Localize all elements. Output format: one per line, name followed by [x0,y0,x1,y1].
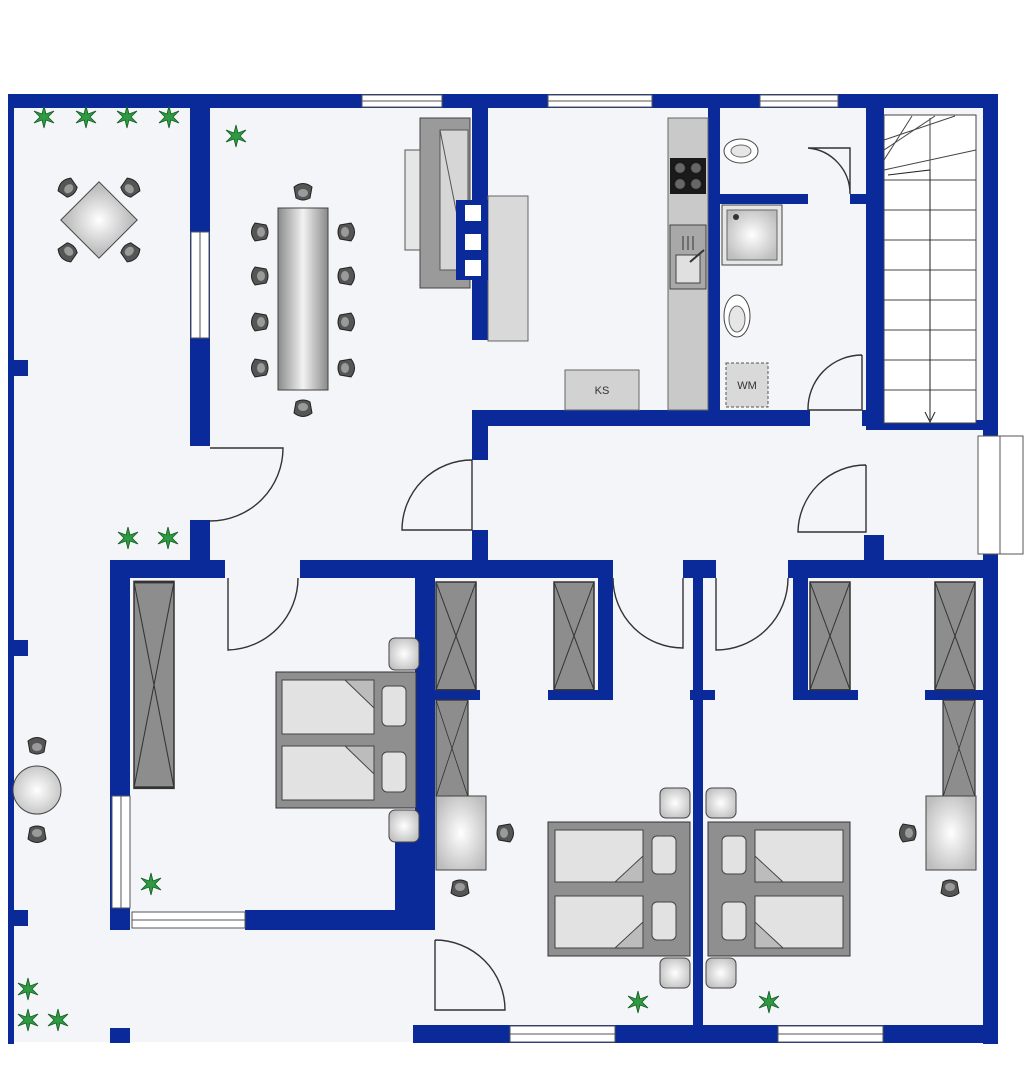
bedroom-1 [132,580,420,843]
washing-machine-label: WM [737,380,757,392]
bedroom-3 [705,581,977,989]
dining-table-set [251,183,355,417]
fridge-label: KS [595,385,610,397]
kitchen: KS [404,117,709,411]
bathroom: WM [721,138,783,408]
doors [209,147,867,1011]
fridge [564,369,640,411]
staircase [883,114,977,424]
washing-machine [725,362,769,408]
windows [111,94,1024,1043]
terrace-table-set [55,175,143,265]
round-table-set [12,737,62,843]
bedroom-2 [435,581,691,989]
